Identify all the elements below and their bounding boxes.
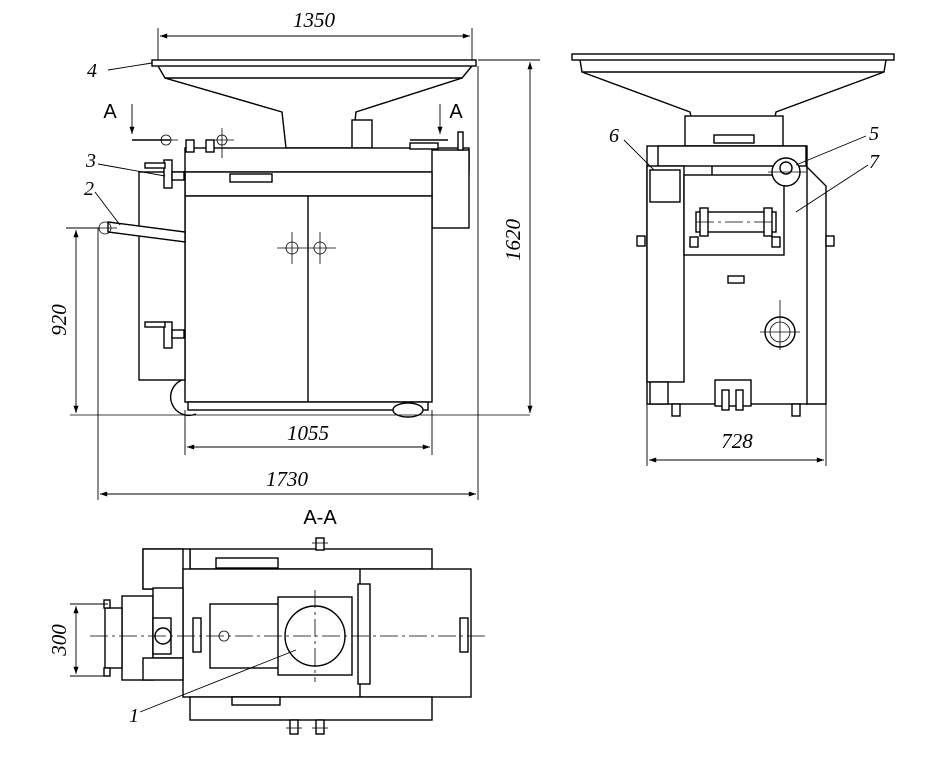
- callout-5: 5: [869, 123, 879, 145]
- callout-7: 7: [869, 151, 880, 173]
- section-view: A-A: [70, 507, 488, 735]
- callout-3: 3: [85, 150, 96, 172]
- side-view: [571, 53, 895, 466]
- callout-2: 2: [84, 178, 94, 200]
- front-dimension-texts: 1350 1620 920 1055 1730 4 3 2 A A: [47, 8, 525, 491]
- section-marker-left: A: [103, 101, 117, 123]
- dim-300: 300: [47, 624, 71, 657]
- front-view: [70, 59, 530, 418]
- front-dimensions: [66, 28, 540, 500]
- callout-6: 6: [609, 125, 619, 147]
- dim-920: 920: [47, 304, 71, 336]
- dim-1620: 1620: [501, 219, 525, 262]
- dim-1350: 1350: [293, 8, 336, 32]
- section-texts: 300 1: [47, 624, 139, 727]
- dim-1055: 1055: [287, 421, 329, 445]
- callout-4: 4: [87, 60, 97, 82]
- section-title: A-A: [303, 507, 337, 529]
- dim-728: 728: [721, 429, 753, 453]
- dim-1730: 1730: [266, 467, 309, 491]
- section-marker-right: A: [449, 101, 463, 123]
- callout-1: 1: [129, 705, 139, 727]
- side-texts: 728 6 5 7: [609, 123, 880, 453]
